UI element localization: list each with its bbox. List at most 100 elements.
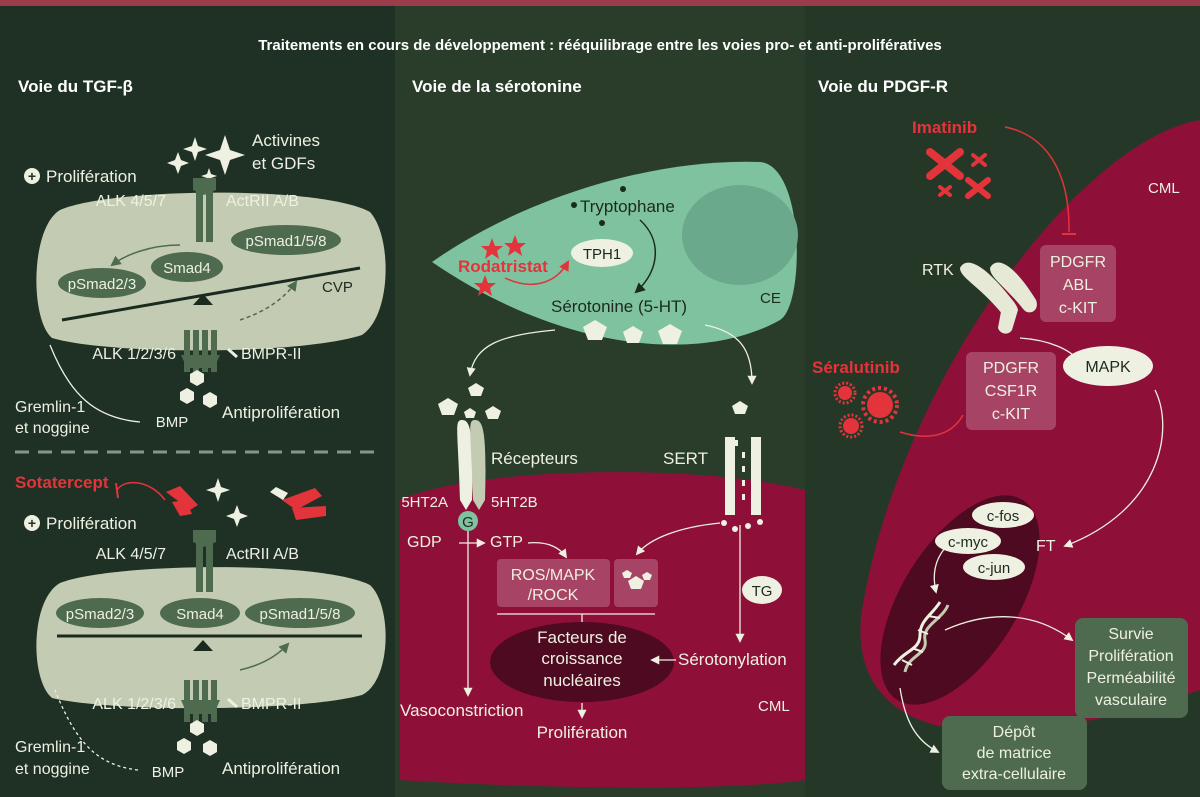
tgf-top-section: CVP Activines et GDFs + Prolifération AL… [15,131,386,437]
balance-beam [61,266,361,322]
svg-text:pSmad2/3: pSmad2/3 [66,606,134,623]
psmad158-node [231,225,341,255]
activin-sparkle-icon [167,152,189,174]
cvp-label: CVP [322,279,353,296]
tgf-bottom-section: Sotatercept + Prolifération ALK 4/5/7 Ac… [15,473,386,781]
sert-label: SERT [663,449,708,468]
gdfs-label: et GDFs [252,154,315,173]
activin-sparkle-icon [201,168,217,184]
svg-text:ABL: ABL [1063,277,1093,294]
bmp-hexagon-icon [203,392,217,408]
activin-sparkle-icon [183,137,207,161]
svg-text:extra-cellulaire: extra-cellulaire [962,766,1066,783]
actrii-label: ActRII A/B [226,193,299,210]
balance-pivot [193,294,213,305]
svg-text:G: G [462,514,474,531]
svg-text:+: + [28,515,36,531]
vasoconstriction-label: Vasoconstriction [400,701,523,720]
tryptophane-label: Tryptophane [580,197,675,216]
ce-nucleus [682,185,798,285]
serotonin-heading: Voie de la sérotonine [412,77,582,96]
nuclear-factors-node [490,622,674,702]
bmp-hexagon-icon [177,738,191,754]
svg-text:c-KIT: c-KIT [992,406,1030,423]
serotonin-pentagon-icon [583,320,607,340]
alk1236-label: ALK 1/2/3/6 [92,346,176,363]
sotatercept-label: Sotatercept [15,473,109,492]
svg-text:Facteurs de: Facteurs de [537,628,627,647]
svg-text:Prolifération: Prolifération [1088,648,1173,665]
rtk-receptor [960,262,1017,318]
serotonin-pentagon-icon [623,326,643,343]
svg-text:5HT2B: 5HT2B [491,494,538,511]
svg-text:et noggine: et noggine [15,420,90,437]
sert-transporter [725,437,735,515]
svg-text:BMPR-II: BMPR-II [241,696,301,713]
mapk-node [1063,346,1153,386]
svg-text:c-KIT: c-KIT [1059,300,1097,317]
ft-label: FT [1036,538,1056,555]
gdp-label: GDP [407,534,442,551]
tgf-heading: Voie du TGF-β [18,77,133,96]
rodatristat-star-icon [504,235,526,256]
seralutinib-inhibition-line [899,414,964,438]
svg-text:Antiprolifération: Antiprolifération [222,759,340,778]
svg-text:+: + [28,168,36,184]
svg-text:croissance: croissance [541,649,622,668]
svg-text:nucléaires: nucléaires [543,671,621,690]
plus-icon [24,168,40,184]
svg-text:c-jun: c-jun [978,560,1011,577]
tf-c-fos [972,502,1034,528]
recepteurs-label: Récepteurs [491,449,578,468]
smad4-node [160,598,240,628]
svg-text:ROS/MAPK: ROS/MAPK [511,567,596,584]
tf-c-jun [963,554,1025,580]
outcome-box-survival [1075,618,1188,718]
activines-label: Activines [252,131,320,150]
svg-text:PDGFR: PDGFR [983,360,1039,377]
svg-text:ALK 4/5/7: ALK 4/5/7 [96,546,166,563]
svg-text:de matrice: de matrice [977,745,1052,762]
svg-text:ActRII A/B: ActRII A/B [226,546,299,563]
proliferation-label-top: Prolifération [46,167,137,186]
psmad23-node [58,268,146,298]
svg-text:pSmad2/3: pSmad2/3 [68,276,136,293]
receptor-5ht2a [457,420,473,510]
cml-label-right: CML [1148,180,1180,197]
balance-pivot [193,640,213,651]
alk-bmpr-receptor [181,330,220,372]
psmad158-node [245,598,355,628]
svg-text:et noggine: et noggine [15,761,90,778]
rodatristat-arrow [504,260,570,286]
seralutinib-targets-box [966,352,1056,430]
serotonin-panel: Voie de la sérotonine CE Tryptophane TPH… [400,77,805,788]
alk457-receptor [196,178,203,242]
svg-text:Smad4: Smad4 [163,260,211,277]
svg-text:c-myc: c-myc [948,534,988,551]
gremlin-label-top: Gremlin-1 [15,399,85,416]
rodatristat-star-icon [481,238,503,259]
serotonine-label: Sérotonine (5-HT) [551,297,687,316]
serotonin-pentagon-icon [658,324,682,344]
receptor-5ht2b [470,420,486,510]
bmp-hexagon-icon [190,720,204,736]
psmad23-node [56,598,144,628]
imatinib-cross-icon [926,148,991,199]
svg-text:Gremlin-1: Gremlin-1 [15,739,85,756]
svg-text:pSmad1/5/8: pSmad1/5/8 [260,606,341,623]
seralutinib-label: Séralutinib [812,358,900,377]
rodatristat-label: Rodatristat [458,257,548,276]
ros-mapk-rock-box [497,559,610,607]
svg-text:TPH1: TPH1 [583,246,621,263]
proliferation-label-bottom: Prolifération [46,514,137,533]
svg-text:ALK 1/2/3/6: ALK 1/2/3/6 [92,696,176,713]
tg-node [742,576,782,604]
outcome-box-matrix [942,716,1087,790]
rtk-label: RTK [922,262,954,279]
svg-text:vasculaire: vasculaire [1095,692,1167,709]
svg-text:PDGFR: PDGFR [1050,254,1106,271]
activin-sparkle-icon [206,478,230,502]
activin-sparkle-icon [226,505,248,527]
rodatristat-star-icon [474,275,496,296]
